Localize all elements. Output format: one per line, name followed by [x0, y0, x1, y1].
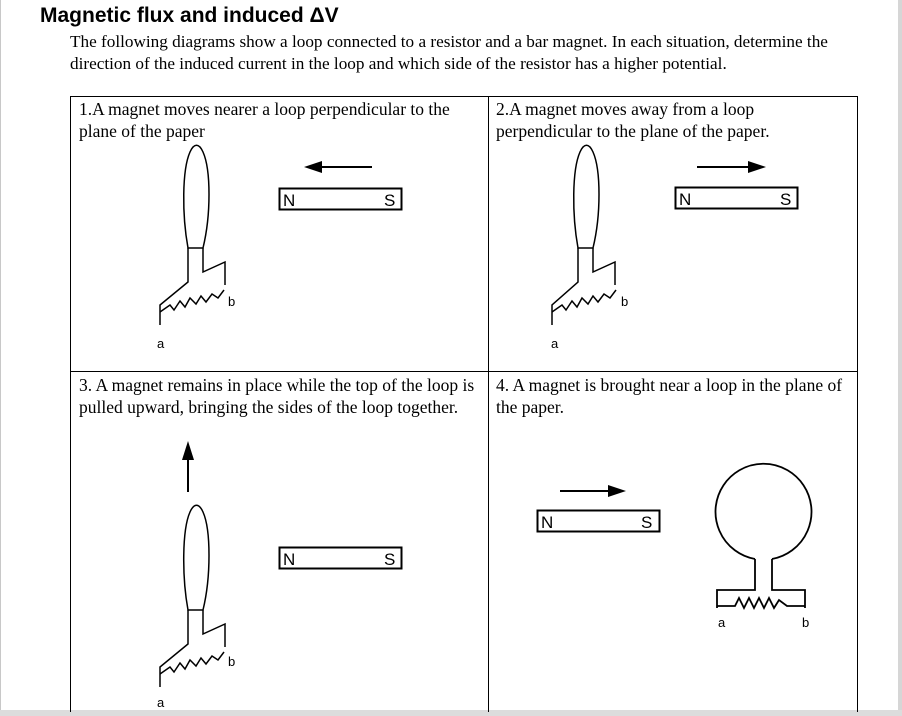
label-1-b: b — [228, 294, 235, 309]
loop-2 — [573, 144, 600, 249]
resistor-2 — [551, 289, 617, 313]
leads-1 — [159, 248, 226, 325]
loop-4 — [714, 462, 813, 560]
magnet-2-s: S — [780, 190, 791, 209]
label-2-a: a — [551, 336, 559, 351]
arrow-right-icon — [608, 485, 626, 497]
resistor-3 — [159, 651, 225, 675]
leads-4 — [716, 559, 806, 608]
label-3-a: a — [157, 695, 165, 710]
loop-1 — [183, 144, 210, 249]
leads-3 — [159, 610, 226, 687]
label-4-b: b — [802, 615, 809, 630]
page-left-edge — [0, 0, 1, 716]
situation-4-caption: 4. A magnet is brought near a loop in th… — [496, 375, 843, 417]
label-3-b: b — [228, 654, 235, 669]
bar-magnet-4 — [536, 509, 661, 533]
page-title: Magnetic flux and induced ΔV — [40, 4, 339, 27]
label-4-a: a — [718, 615, 726, 630]
bar-magnet-1 — [278, 187, 403, 211]
arrow-right-icon — [748, 161, 766, 173]
magnet-2-n: N — [679, 190, 691, 209]
resistor-4 — [717, 595, 805, 611]
leads-2 — [551, 248, 616, 325]
bar-magnet-2 — [674, 186, 799, 210]
magnet-1-s: S — [384, 191, 395, 210]
scrollbar-track[interactable] — [898, 0, 902, 716]
magnet-3-n: N — [283, 550, 295, 569]
label-2-b: b — [621, 294, 628, 309]
loop-3 — [182, 504, 210, 611]
arrow-left-icon — [304, 161, 322, 173]
magnet-1-n: N — [283, 191, 295, 210]
bar-magnet-3 — [278, 546, 403, 570]
situation-1-caption: 1.A magnet moves nearer a loop perpendic… — [79, 99, 450, 141]
arrow-up-icon — [182, 441, 194, 460]
magnet-4-s: S — [641, 513, 652, 532]
resistor-1 — [159, 289, 225, 313]
page-bottom-edge — [0, 710, 902, 716]
magnet-3-s: S — [384, 550, 395, 569]
situation-3-caption: 3. A magnet remains in place while the t… — [79, 375, 475, 417]
magnet-4-n: N — [541, 513, 553, 532]
situation-2-caption: 2.A magnet moves away from a loop perpen… — [496, 99, 770, 141]
intro-paragraph: The following diagrams show a loop conne… — [70, 32, 828, 73]
label-1-a: a — [157, 336, 165, 351]
